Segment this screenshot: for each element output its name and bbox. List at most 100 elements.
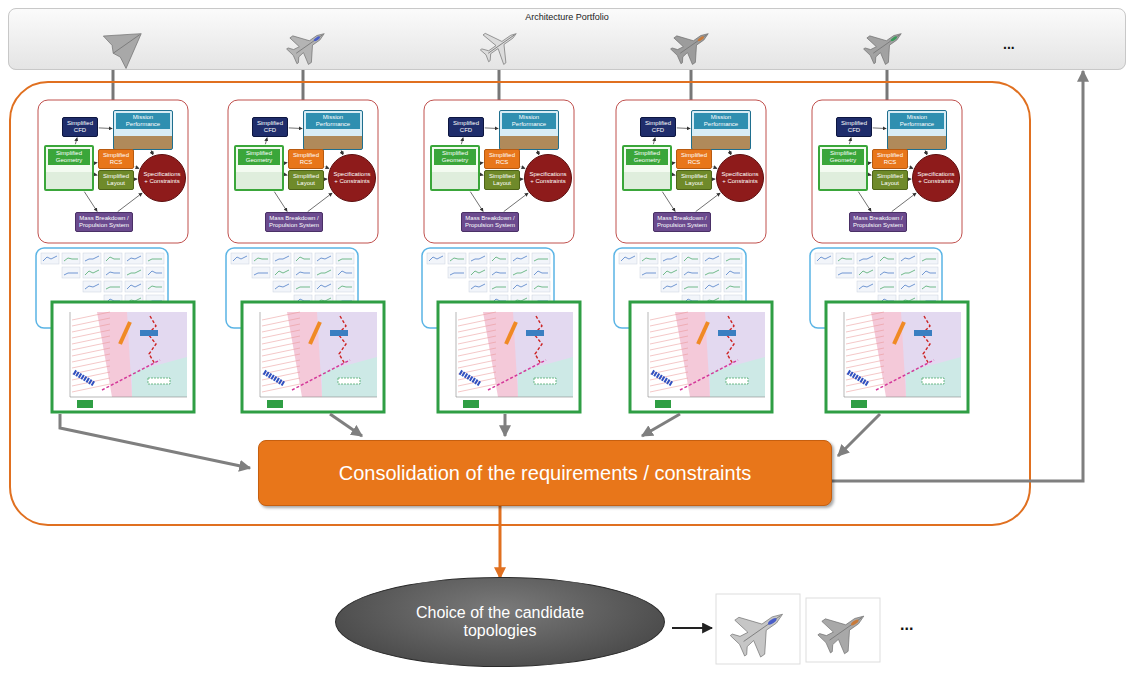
limit-bar: [74, 372, 94, 384]
hatch-line: [650, 360, 688, 368]
matrix-trend: [429, 256, 443, 261]
model-link: [470, 192, 483, 212]
chart-tag: [726, 378, 748, 384]
matrix-cell: [490, 253, 508, 264]
constraint-region: [518, 357, 573, 397]
matrix-cell: [815, 253, 833, 264]
hatch-line: [458, 336, 496, 344]
hatch-line: [72, 348, 110, 356]
ellipsis-label: ...: [1003, 36, 1015, 52]
node-text: Simplified Geometry: [238, 149, 280, 165]
hatch-line: [458, 360, 496, 368]
hatch-line: [650, 342, 688, 350]
matrix-trend: [338, 271, 352, 275]
node-text: Simplified RCS: [875, 152, 905, 166]
matrix-trend: [513, 284, 527, 289]
aircraft-icon: [282, 20, 333, 69]
limit-bar: [848, 372, 868, 384]
model-link: [485, 127, 498, 129]
chart-tag: [463, 400, 479, 408]
matrix-cell: [273, 267, 291, 278]
matrix-cell: [661, 281, 679, 292]
chart-frame: [826, 302, 968, 412]
matrix-trend: [254, 273, 268, 275]
hatch-line: [72, 330, 110, 338]
aircraft-icon: [813, 600, 875, 660]
matrix-cell: [511, 267, 529, 278]
matrix-trend: [705, 270, 719, 275]
chart-tag: [267, 400, 283, 408]
matrix-trend: [296, 287, 310, 289]
matrix-cell: [532, 281, 550, 292]
chart-frame: [242, 302, 384, 412]
constraint-region: [483, 312, 518, 397]
model-link: [713, 167, 717, 169]
matrix-trend: [859, 270, 873, 275]
matrix-trend: [127, 256, 141, 261]
matrix-trend: [338, 286, 352, 289]
model-box: Simplified RCS: [676, 149, 712, 169]
limit-curve: [534, 316, 542, 364]
model-box: Mission Performance: [499, 110, 559, 150]
matrix-trend: [492, 272, 506, 275]
matrix-trend: [534, 259, 548, 261]
node-text: Mass Breakdown / Propulsion System: [464, 215, 516, 229]
chart-frame: [438, 302, 580, 412]
matrix-cell: [315, 253, 333, 264]
model-link: [481, 162, 483, 163]
model-link: [95, 174, 97, 176]
limit-curve: [148, 316, 156, 364]
matrix-cell: [703, 281, 721, 292]
matrix-trend: [726, 259, 740, 261]
axis-line: [844, 397, 961, 398]
constraint-region: [322, 357, 377, 397]
node-text: Mass Breakdown / Propulsion System: [852, 215, 904, 229]
matrix-trend: [901, 270, 915, 275]
axis-line: [260, 397, 377, 398]
hatch-line: [650, 312, 688, 320]
decision-ellipse: Choice of the candidate topologies: [335, 577, 665, 667]
model-box: Mission Performance: [691, 110, 751, 150]
model-link: [135, 179, 137, 180]
matrix-cell: [724, 253, 742, 264]
node-text: Simplified RCS: [101, 152, 131, 166]
aircraft-icon: [859, 20, 910, 69]
hatch-line: [72, 354, 110, 362]
aircraft-body: [282, 20, 333, 69]
model-frame: [812, 100, 962, 243]
matrix-cell: [532, 253, 550, 264]
requirement-circle: Specifications + Constraints: [524, 154, 572, 202]
matrix-trend: [127, 284, 141, 289]
model-box: Simplified Layout: [872, 170, 908, 190]
matrix-trend: [513, 256, 527, 261]
node-text: Simplified Layout: [679, 173, 709, 187]
constraint-region: [675, 312, 710, 397]
matrix-cell: [682, 267, 700, 278]
link-stub: [302, 70, 305, 100]
link-stub: [112, 70, 115, 100]
model-link: [75, 138, 77, 145]
matrix-trend: [663, 284, 677, 289]
node-text: Mission Performance: [890, 113, 944, 129]
matrix-trend: [621, 256, 635, 261]
hatch-line: [846, 318, 884, 326]
matrix-trend: [85, 256, 99, 261]
aircraft-icon: [474, 19, 526, 71]
link-stub: [498, 70, 501, 100]
model-link: [662, 192, 675, 212]
constraint-region: [132, 357, 187, 397]
matrix-cell: [146, 281, 164, 292]
matrix-trend: [534, 271, 548, 275]
chart-tag: [148, 378, 170, 384]
node-text: Specifications + Constraints: [916, 171, 956, 185]
axis-line: [260, 312, 261, 397]
aircraft-spine: [830, 617, 862, 640]
hatch-line: [846, 312, 884, 320]
matrix-cell: [469, 281, 487, 292]
hatch-line: [262, 342, 300, 350]
matrix-cell: [703, 267, 721, 278]
aircraft-body: [102, 17, 153, 69]
hatch-line: [72, 312, 110, 320]
feed-arrow: [642, 414, 680, 436]
model-box: Simplified CFD: [836, 117, 872, 137]
